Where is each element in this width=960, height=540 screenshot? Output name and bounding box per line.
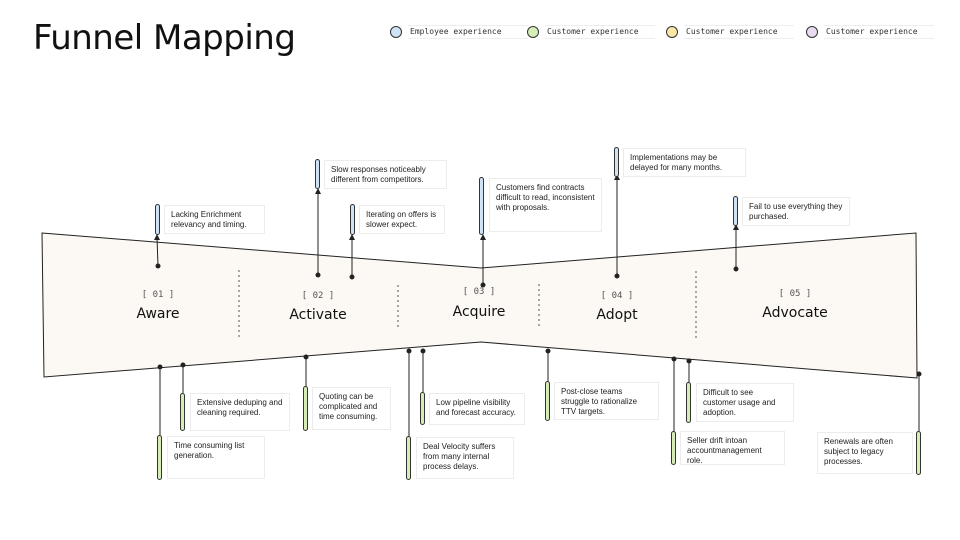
connector-dot: [406, 348, 412, 354]
pain-point-text: Seller drift intoan accountmanagement ro…: [687, 436, 762, 465]
legend-underline: [824, 25, 934, 39]
pain-point-text: Iterating on offers is slower expect.: [366, 210, 437, 229]
legend-dot-icon: [806, 26, 818, 38]
pain-point-text: Implementations may be delayed for many …: [630, 153, 723, 172]
pain-point-card: Time consuming list generation.: [167, 436, 265, 479]
connector-dot: [315, 272, 321, 278]
legend-dot-icon: [527, 26, 539, 38]
legend-label: Customer experience: [547, 27, 639, 36]
pain-point-card: Difficult to see customer usage and adop…: [696, 383, 794, 422]
pain-point-card: Post-close teams struggle to rationalize…: [554, 382, 659, 420]
legend-underline: [684, 25, 794, 39]
stage-name-advocate: Advocate: [762, 305, 828, 321]
customer-pain-marker: [545, 381, 550, 421]
pain-point-card: Lacking Enrichment relevancy and timing.: [164, 205, 265, 234]
customer-pain-marker: [406, 436, 411, 480]
employee-pain-marker: [155, 204, 160, 235]
connector-dot: [480, 282, 486, 288]
pain-point-card: Deal Velocity suffers from many internal…: [416, 437, 514, 479]
pain-point-text: Slow responses noticeably different from…: [331, 165, 426, 184]
employee-pain-marker: [350, 204, 355, 235]
pain-point-text: Low pipeline visibility and forecast acc…: [436, 398, 516, 417]
connector-dot: [180, 362, 186, 368]
legend-dot-icon: [666, 26, 678, 38]
pain-point-card: Slow responses noticeably different from…: [324, 160, 447, 189]
stage-name-adopt: Adopt: [596, 307, 638, 323]
legend-label: Customer experience: [686, 27, 778, 36]
stage-code-adopt: [ 04 ]: [600, 291, 634, 301]
pain-point-text: Deal Velocity suffers from many internal…: [423, 442, 496, 471]
pain-point-card: Iterating on offers is slower expect.: [359, 205, 445, 234]
pain-point-card: Quoting can be complicated and time cons…: [312, 387, 391, 430]
employee-pain-marker: [614, 147, 619, 177]
pain-point-text: Extensive deduping and cleaning required…: [197, 398, 283, 417]
stage-code-acquire: [ 03 ]: [462, 287, 496, 297]
pain-point-card: Customers find contracts difficult to re…: [489, 178, 602, 232]
connector-dot: [303, 354, 309, 360]
connector-dot: [916, 371, 922, 377]
pain-point-card: Fail to use everything they purchased.: [742, 197, 850, 226]
stage-code-activate: [ 02 ]: [301, 291, 335, 301]
legend-label: Customer experience: [826, 27, 918, 36]
arrow-up-icon: [349, 234, 355, 240]
pain-point-text: Time consuming list generation.: [174, 441, 245, 460]
connector-dot: [349, 274, 355, 280]
pain-point-text: Fail to use everything they purchased.: [749, 202, 843, 221]
customer-pain-marker: [303, 386, 308, 431]
pain-point-text: Difficult to see customer usage and adop…: [703, 388, 776, 417]
page-title: Funnel Mapping: [33, 18, 296, 58]
customer-pain-marker: [671, 431, 676, 465]
connector-dot: [545, 348, 551, 354]
stage-code-advocate: [ 05 ]: [778, 289, 812, 299]
stage-name-activate: Activate: [289, 307, 347, 323]
arrow-up-icon: [733, 224, 739, 230]
pain-point-text: Renewals are often subject to legacy pro…: [824, 437, 893, 466]
pain-point-text: Post-close teams struggle to rationalize…: [561, 387, 638, 416]
connector-dot: [671, 356, 677, 362]
arrow-up-icon: [154, 234, 160, 240]
stage-name-acquire: Acquire: [452, 304, 506, 320]
customer-pain-marker: [420, 392, 425, 425]
funnel-shape: [41, 232, 918, 379]
connector-dot: [614, 273, 620, 279]
employee-pain-marker: [479, 177, 484, 235]
pain-point-card: Implementations may be delayed for many …: [623, 148, 746, 177]
pain-point-card: Renewals are often subject to legacy pro…: [817, 432, 913, 474]
pain-point-text: Customers find contracts difficult to re…: [496, 183, 595, 212]
legend-label: Employee experience: [410, 27, 502, 36]
legend-underline: [545, 25, 655, 39]
legend-underline: [408, 25, 528, 39]
connector-line: [156, 236, 159, 267]
legend-dot-icon: [390, 26, 402, 38]
arrow-up-icon: [614, 174, 620, 180]
pain-point-card: Seller drift intoan accountmanagement ro…: [680, 431, 785, 465]
connector-dot: [155, 263, 161, 269]
connector-dot: [420, 348, 426, 354]
customer-pain-marker: [180, 393, 185, 431]
customer-pain-marker: [686, 382, 691, 423]
connector-dot: [686, 358, 692, 364]
pain-point-card: Low pipeline visibility and forecast acc…: [429, 393, 525, 425]
arrow-up-icon: [480, 234, 486, 240]
employee-pain-marker: [315, 159, 320, 189]
pain-point-card: Extensive deduping and cleaning required…: [190, 393, 290, 431]
pain-point-text: Lacking Enrichment relevancy and timing.: [171, 210, 247, 229]
customer-pain-marker: [916, 431, 921, 475]
stage-code-aware: [ 01 ]: [141, 290, 175, 300]
customer-pain-marker: [157, 435, 162, 480]
employee-pain-marker: [733, 196, 738, 226]
pain-point-text: Quoting can be complicated and time cons…: [319, 392, 378, 421]
connector-dot: [157, 364, 163, 370]
connector-dot: [733, 266, 739, 272]
stage-name-aware: Aware: [136, 306, 180, 322]
arrow-up-icon: [315, 188, 321, 194]
